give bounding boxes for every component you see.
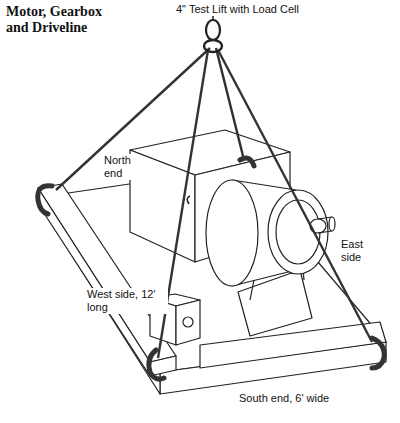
side-label: West side, 12' long bbox=[86, 288, 168, 314]
lift-label: 4" Test Lift with Load Cell bbox=[175, 3, 300, 16]
side-label: East side bbox=[340, 238, 376, 264]
end-label: South end, 6' wide bbox=[238, 392, 330, 405]
diagram-title: Motor, Gearbox and Driveline bbox=[6, 4, 126, 36]
end-label: North end bbox=[103, 154, 139, 180]
